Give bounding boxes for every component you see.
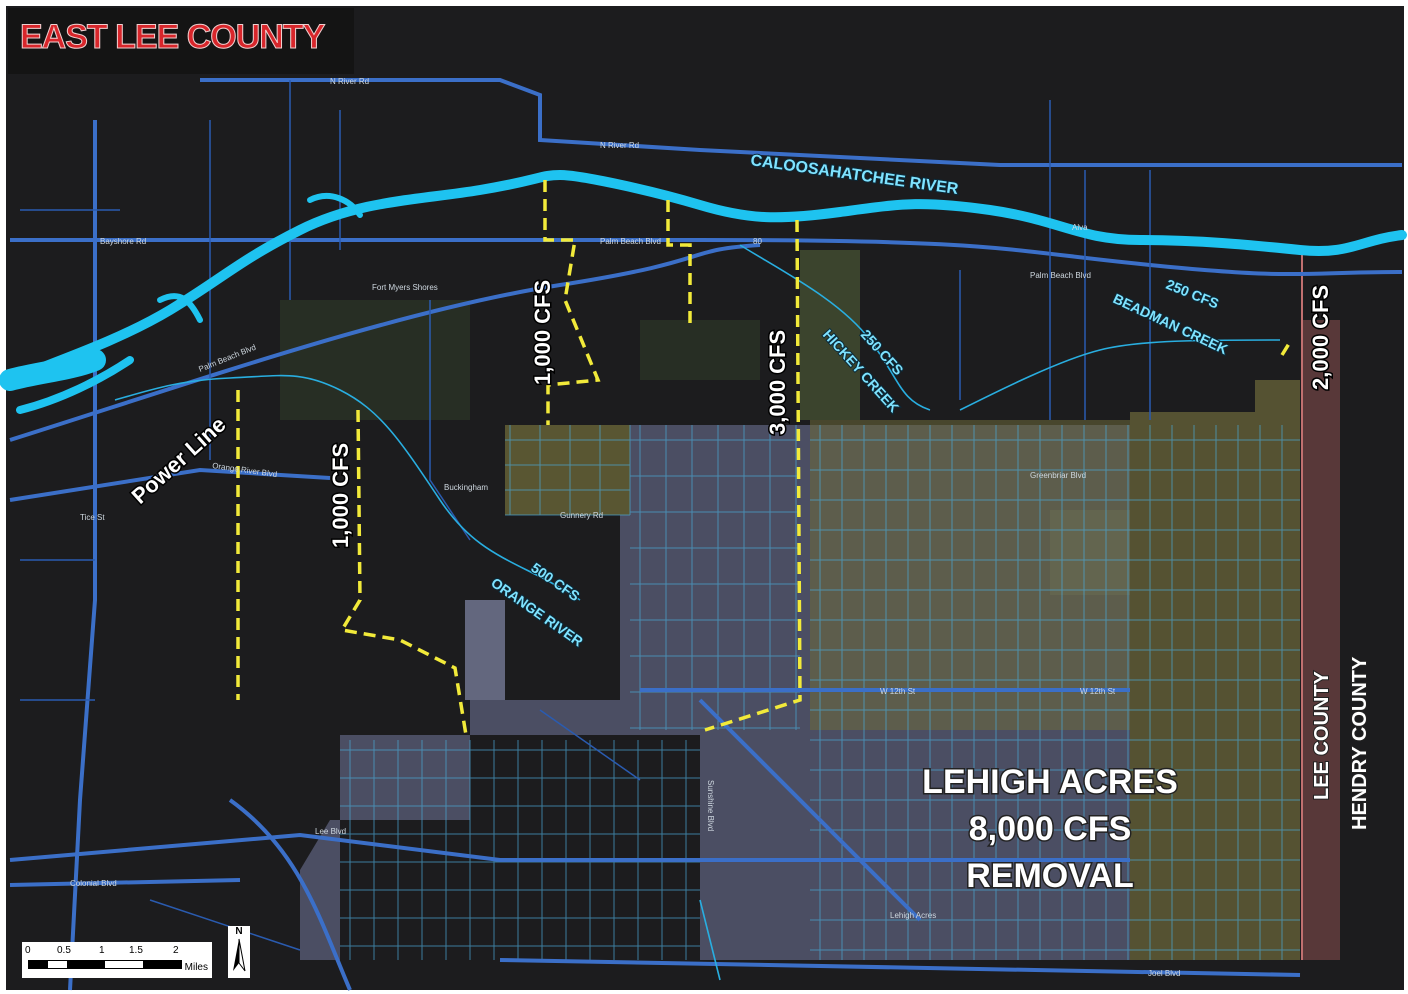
label-1000-cfs-north: 1,000 CFS xyxy=(530,280,555,385)
label-lehigh-cfs: 8,000 CFS xyxy=(969,810,1132,848)
label-lehigh-removal: REMOVAL xyxy=(966,857,1133,895)
lehigh-labels: LEHIGH ACRES 8,000 CFS REMOVAL xyxy=(921,762,1180,897)
label-tice-st: Tice St xyxy=(80,513,105,522)
map-title-box: EAST LEE COUNTY xyxy=(8,8,354,74)
scale-tick: 0.5 xyxy=(57,945,71,956)
label-greenbriar-blvd: Greenbriar Blvd xyxy=(1030,471,1086,480)
label-gunnery-rd: Gunnery Rd xyxy=(560,511,603,520)
county-line-band xyxy=(1302,320,1340,960)
label-n-river-rd-2: N River Rd xyxy=(600,141,639,150)
caloosahatchee-river xyxy=(0,169,1407,414)
label-1000-cfs-west: 1,000 CFS xyxy=(328,443,353,548)
label-joel-blvd: Joel Blvd xyxy=(1148,969,1180,978)
scale-bar-box: 0 0.5 1 1.5 2 Miles xyxy=(22,942,212,978)
scale-tick: 2 xyxy=(173,945,179,956)
label-hendry-county: HENDRY COUNTY xyxy=(1349,656,1371,830)
label-palm-beach-blvd-2: Palm Beach Blvd xyxy=(600,237,661,246)
north-label: N xyxy=(235,926,243,937)
label-lehigh-acres: Lehigh Acres xyxy=(890,911,936,920)
label-3000-cfs: 3,000 CFS xyxy=(765,330,790,435)
county-labels: LEE COUNTY HENDRY COUNTY xyxy=(1310,655,1372,831)
flow-line-1000-a xyxy=(543,180,601,425)
flow-lines xyxy=(236,180,1292,736)
label-palm-beach-blvd-3: Palm Beach Blvd xyxy=(1030,271,1091,280)
scale-bar xyxy=(28,960,182,969)
label-fort-myers-shores: Fort Myers Shores xyxy=(372,283,438,292)
scale-tick: 1 xyxy=(99,945,105,956)
scale-tick: 0 xyxy=(25,945,31,956)
map-title: EAST LEE COUNTY xyxy=(19,18,325,57)
label-lee-county: LEE COUNTY xyxy=(1311,670,1333,800)
label-colonial-blvd: Colonial Blvd xyxy=(70,879,117,888)
label-buckingham: Buckingham xyxy=(444,483,488,492)
north-arrow-glyph xyxy=(233,938,246,972)
label-w-12th-st-2: W 12th St xyxy=(1080,687,1116,696)
label-alva: Alva xyxy=(1072,223,1088,232)
label-bayshore-rd: Bayshore Rd xyxy=(100,237,146,246)
scale-units: Miles xyxy=(184,962,208,973)
flow-line-1000-b xyxy=(339,409,468,736)
flow-line-3000 xyxy=(704,219,802,732)
label-w-12th-st: W 12th St xyxy=(880,687,916,696)
label-sr-80: 80 xyxy=(753,237,762,246)
label-lehigh-acres-title: LEHIGH ACRES xyxy=(922,763,1178,801)
north-arrow-icon: N xyxy=(228,926,250,978)
flow-line-small xyxy=(666,200,692,325)
label-lee-blvd: Lee Blvd xyxy=(315,827,346,836)
label-n-river-rd: N River Rd xyxy=(330,77,369,86)
flow-line-2000 xyxy=(1280,341,1292,356)
label-2000-cfs: 2,000 CFS xyxy=(1308,285,1333,390)
label-sunshine-blvd: Sunshine Blvd xyxy=(706,780,715,831)
scale-tick: 1.5 xyxy=(129,945,143,956)
creeks xyxy=(114,244,1281,981)
minor-roads xyxy=(20,80,1151,951)
